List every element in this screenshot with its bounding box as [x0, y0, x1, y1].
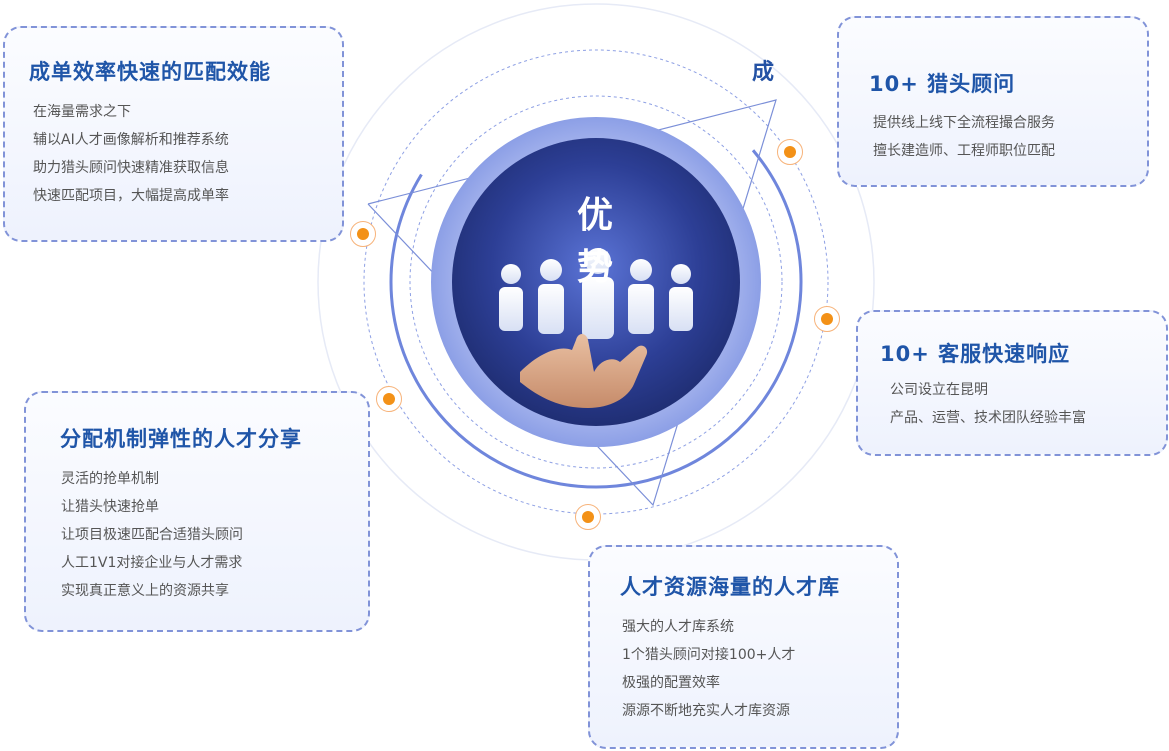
card-matching-efficiency: 成单效率快速的匹配效能 在海量需求之下 辅以AI人才画像解析和推荐系统 助力猎头… [3, 26, 344, 242]
card-title: 10+ 猎头顾问 [869, 72, 1016, 96]
list-item: 灵活的抢单机制 [61, 471, 159, 487]
card-title: 10+ 客服快速响应 [880, 342, 1071, 366]
center-title: 优 势 [576, 195, 619, 288]
card-headhunters: 10+ 猎头顾问 提供线上线下全流程撮合服务 擅长建造师、工程师职位匹配 [837, 16, 1149, 187]
list-item: 极强的配置效率 [622, 675, 720, 691]
list-item: 让猎头快速抢单 [61, 499, 159, 515]
card-allocation-mechanism: 分配机制弹性的人才分享 灵活的抢单机制 让猎头快速抢单 让项目极速匹配合适猎头顾… [24, 391, 370, 632]
list-item: 提供线上线下全流程撮合服务 [873, 115, 1055, 131]
list-item: 快速匹配项目，大幅提高成单率 [33, 188, 229, 204]
connector-dot-icon [376, 386, 402, 412]
connector-dot-icon [777, 139, 803, 165]
card-customer-service: 10+ 客服快速响应 公司设立在昆明 产品、运营、技术团队经验丰富 [856, 310, 1168, 456]
card-list: 强大的人才库系统 1个猎头顾问对接100+人才 极强的配置效率 源源不断地充实人… [622, 613, 795, 725]
list-item: 人工1V1对接企业与人才需求 [61, 555, 243, 571]
connector-dot-icon [575, 504, 601, 530]
card-title: 成单效率快速的匹配效能 [29, 60, 271, 84]
card-list: 公司设立在昆明 产品、运营、技术团队经验丰富 [890, 376, 1086, 432]
connector-dot-icon [814, 306, 840, 332]
card-list: 灵活的抢单机制 让猎头快速抢单 让项目极速匹配合适猎头顾问 人工1V1对接企业与… [61, 465, 243, 605]
list-item: 产品、运营、技术团队经验丰富 [890, 410, 1086, 426]
card-list: 在海量需求之下 辅以AI人才画像解析和推荐系统 助力猎头顾问快速精准获取信息 快… [33, 98, 229, 210]
hand-icon [520, 334, 648, 408]
list-item: 强大的人才库系统 [622, 619, 734, 635]
list-item: 实现真正意义上的资源共享 [61, 583, 229, 599]
list-item: 源源不断地充实人才库资源 [622, 703, 790, 719]
list-item: 让项目极速匹配合适猎头顾问 [61, 527, 243, 543]
partial-label: 成 [752, 60, 775, 85]
list-item: 助力猎头顾问快速精准获取信息 [33, 160, 229, 176]
connector-dot-icon [350, 221, 376, 247]
list-item: 1个猎头顾问对接100+人才 [622, 647, 796, 663]
card-list: 提供线上线下全流程撮合服务 擅长建造师、工程师职位匹配 [873, 109, 1055, 165]
card-title: 人才资源海量的人才库 [620, 575, 840, 599]
card-talent-pool: 人才资源海量的人才库 强大的人才库系统 1个猎头顾问对接100+人才 极强的配置… [588, 545, 899, 749]
list-item: 擅长建造师、工程师职位匹配 [873, 143, 1055, 159]
card-title: 分配机制弹性的人才分享 [60, 427, 302, 451]
list-item: 辅以AI人才画像解析和推荐系统 [33, 132, 229, 148]
people-figure-icon [499, 248, 693, 339]
list-item: 公司设立在昆明 [890, 382, 988, 398]
list-item: 在海量需求之下 [33, 104, 131, 120]
